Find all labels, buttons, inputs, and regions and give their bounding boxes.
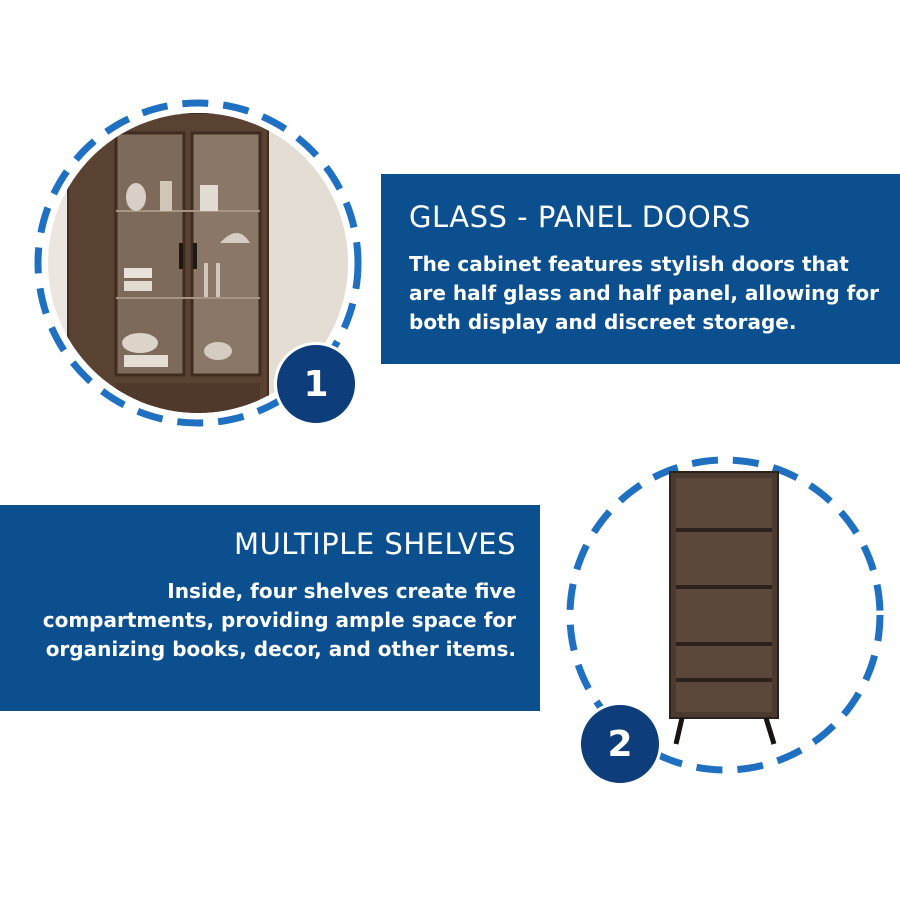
- feature-description: The cabinet features stylish doors that …: [409, 252, 879, 334]
- bookcase-photo: [566, 456, 884, 774]
- feature-panel-multiple-shelves: MULTIPLE SHELVES Inside, four shelves cr…: [0, 505, 540, 711]
- bookcase-image: [669, 471, 779, 745]
- feature-panel-glass-doors: GLASS - PANEL DOORS The cabinet features…: [381, 174, 900, 364]
- feature-number-badge: 2: [578, 702, 662, 786]
- glass-door-cabinet-photo: [34, 99, 362, 427]
- feature-number-badge: 1: [274, 342, 358, 426]
- feature-description: Inside, four shelves create five compart…: [42, 579, 516, 661]
- dashed-ring: [566, 456, 884, 774]
- dashed-ring: [34, 99, 362, 427]
- feature-title: MULTIPLE SHELVES: [234, 527, 516, 561]
- feature-title: GLASS - PANEL DOORS: [409, 200, 751, 234]
